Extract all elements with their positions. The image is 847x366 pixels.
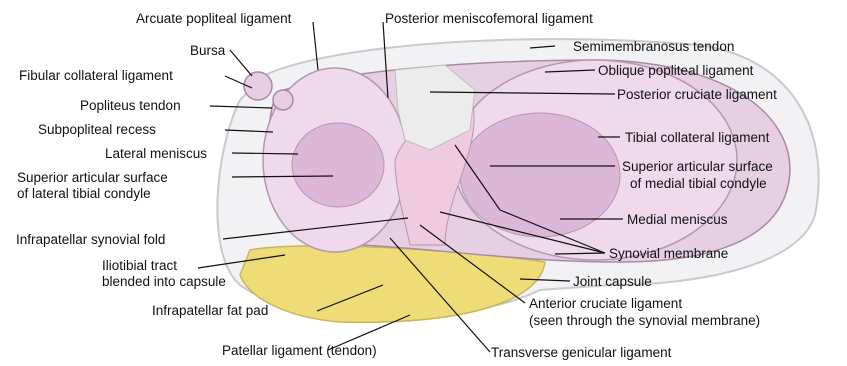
label-posterior-cruciate-ligament: Posterior cruciate ligament: [617, 87, 777, 102]
lateral-articular-surface: [292, 123, 384, 207]
label-patellar-ligament: Patellar ligament (tendon): [222, 343, 377, 358]
label-medial-meniscus: Medial meniscus: [627, 212, 728, 227]
label-anterior-cruciate-ligament-1: Anterior cruciate ligament: [529, 296, 682, 311]
label-superior-articular-surface-medial-1: Superior articular surface: [622, 159, 773, 174]
label-semimembranosus-tendon: Semimembranosus tendon: [573, 39, 734, 54]
label-posterior-meniscofemoral-ligament: Posterior meniscofemoral ligament: [385, 11, 593, 26]
label-fibular-collateral-ligament: Fibular collateral ligament: [19, 68, 173, 83]
popliteus-tendon: [273, 90, 293, 110]
label-lateral-meniscus: Lateral meniscus: [105, 146, 207, 161]
label-transverse-genicular-ligament: Transverse genicular ligament: [491, 345, 672, 360]
label-superior-articular-surface-lateral-1: Superior articular surface: [17, 170, 168, 185]
label-synovial-membrane: Synovial membrane: [609, 246, 728, 261]
label-subpopliteal-recess: Subpopliteal recess: [38, 122, 156, 137]
label-infrapatellar-fat-pad: Infrapatellar fat pad: [152, 303, 268, 318]
label-arcuate-popliteal-ligament: Arcuate popliteal ligament: [136, 11, 292, 26]
label-joint-capsule: Joint capsule: [573, 274, 652, 289]
label-infrapatellar-synovial-fold: Infrapatellar synovial fold: [16, 232, 165, 247]
label-superior-articular-surface-medial-2: of medial tibial condyle: [630, 176, 767, 191]
label-anterior-cruciate-ligament-2: (seen through the synovial membrane): [529, 313, 760, 328]
label-popliteus-tendon: Popliteus tendon: [80, 98, 181, 113]
label-iliotibial-tract-2: blended into capsule: [102, 274, 226, 289]
label-bursa: Bursa: [190, 43, 226, 58]
label-oblique-popliteal-ligament: Oblique popliteal ligament: [598, 63, 754, 78]
label-iliotibial-tract-1: Iliotibial tract: [102, 258, 177, 273]
label-superior-articular-surface-lateral-2: of lateral tibial condyle: [17, 186, 151, 201]
label-tibial-collateral-ligament: Tibial collateral ligament: [625, 130, 770, 145]
